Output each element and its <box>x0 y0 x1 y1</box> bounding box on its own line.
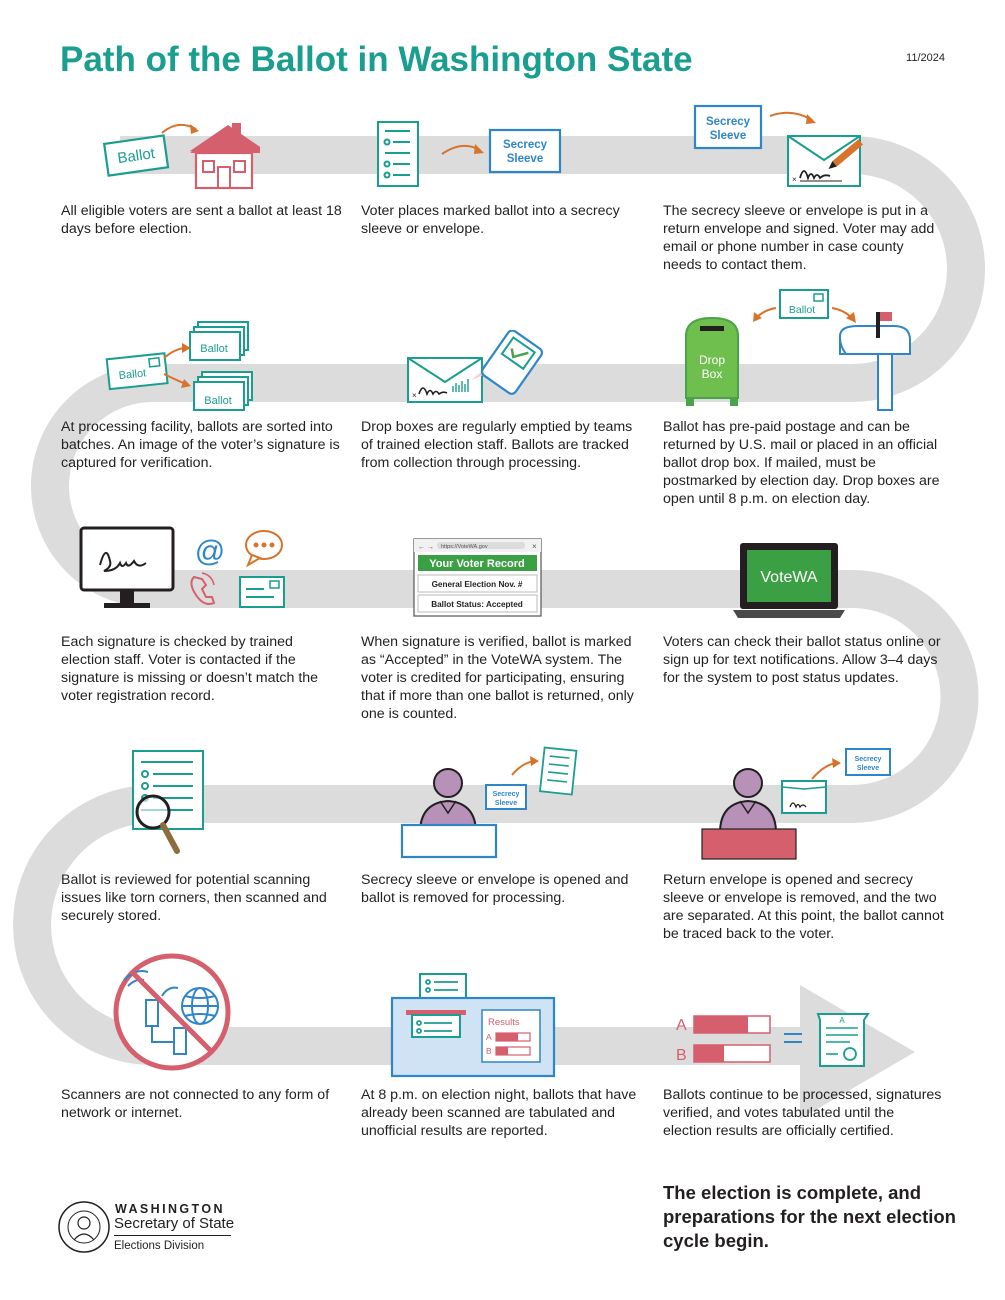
footer-divider <box>114 1235 231 1236</box>
ballot-label: Ballot <box>116 145 156 167</box>
step-8-text: When signature is verified, ballot is ma… <box>361 634 634 722</box>
page-title: Path of the Ballot in Washington State <box>60 40 693 79</box>
sleeve-label-bottom: Sleeve <box>857 765 879 772</box>
drop-label: Drop <box>699 353 725 367</box>
voter-record-icon: ← → https://VoteWA.gov × Your Voter Reco… <box>413 538 542 617</box>
sleeve-label-top: Secrecy <box>855 756 882 763</box>
ballot-house-icon: Ballot <box>102 123 260 190</box>
svg-text:×: × <box>532 542 537 551</box>
ballot-label: Ballot <box>789 304 815 316</box>
candidate-a-label: A <box>676 1017 687 1034</box>
sleeve-opening-icon: Secrecy Sleeve <box>400 746 578 859</box>
sleeve-label-top: Secrecy <box>503 139 548 151</box>
step-15-text: Ballots continue to be processed, signat… <box>663 1087 942 1139</box>
svg-text:×: × <box>412 391 417 400</box>
votewa-label: VoteWA <box>760 569 818 586</box>
candidate-b-label: B <box>486 1046 492 1056</box>
step-13-text: Scanners are not connected to any form o… <box>61 1087 330 1121</box>
record-line-1: General Election Nov. # <box>432 580 523 589</box>
ballot-into-sleeve-icon: Secrecy Sleeve <box>377 121 562 187</box>
sorted-batches-icon: Ballot Ballot Ballot <box>105 321 253 411</box>
publication-date: 11/2024 <box>906 52 945 64</box>
step-3-text: The secrecy sleeve or envelope is put in… <box>663 203 935 273</box>
footer-office: Secretary of State <box>114 1215 235 1232</box>
record-title: Your Voter Record <box>429 558 525 570</box>
svg-text:← →: ← → <box>418 544 434 551</box>
step-11-text: Secrecy sleeve or envelope is opened and… <box>361 872 629 906</box>
step-14-text: At 8 p.m. on election night, ballots tha… <box>361 1087 637 1139</box>
footer-division: Elections Division <box>114 1240 205 1252</box>
url-text: https://VoteWA.gov <box>441 544 488 550</box>
step-1-text: All eligible voters are sent a ballot at… <box>61 203 342 237</box>
step-4-text: At processing facility, ballots are sort… <box>61 419 340 471</box>
svg-text:×: × <box>792 175 797 184</box>
ballot-label: Ballot <box>200 343 228 355</box>
record-line-2: Ballot Status: Accepted <box>431 600 523 609</box>
closing-statement: The election is complete, and preparatio… <box>663 1182 956 1251</box>
votewa-laptop-icon: VoteWA <box>733 543 845 618</box>
step-10-text: Ballot is reviewed for potential scannin… <box>61 872 327 924</box>
sleeve-label-bottom: Sleeve <box>495 800 517 807</box>
sleeve-label-top: Secrecy <box>493 791 520 798</box>
box-label: Box <box>702 367 723 381</box>
state-seal-logo <box>58 1201 110 1253</box>
certificate-a-label: A <box>839 1016 845 1025</box>
candidate-a-label: A <box>486 1032 492 1042</box>
candidate-b-label: B <box>676 1047 687 1064</box>
envelope-opening-icon: Secrecy Sleeve <box>701 748 891 860</box>
dropbox-mailbox-icon: Ballot Drop Box <box>685 289 911 411</box>
step-7-text: Each signature is checked by trained ele… <box>61 634 319 704</box>
certified-results-icon: A B A <box>676 1013 870 1067</box>
tabulator-icon: Results A B <box>390 973 556 1078</box>
signature-check-icon: @ <box>79 526 285 608</box>
svg-text:@: @ <box>195 535 225 568</box>
step-6-text: Ballot has pre-paid postage and can be r… <box>663 419 940 507</box>
sleeve-label-bottom: Sleeve <box>507 153 543 165</box>
ballot-magnifier-icon <box>132 750 204 854</box>
sleeve-label-top: Secrecy <box>706 116 751 128</box>
sleeve-label-bottom: Sleeve <box>710 130 746 142</box>
ballot-label: Ballot <box>118 367 147 382</box>
step-12-text: Return envelope is opened and secrecy sl… <box>663 872 944 942</box>
results-label: Results <box>488 1017 520 1028</box>
footer-state: WASHINGTON <box>115 1202 225 1216</box>
ballot-label: Ballot <box>204 395 232 407</box>
no-network-icon <box>113 953 231 1071</box>
tracked-envelope-icon: × <box>407 330 544 403</box>
step-2-text: Voter places marked ballot into a secrec… <box>361 203 620 237</box>
sign-envelope-icon: Secrecy Sleeve × <box>693 104 863 187</box>
step-9-text: Voters can check their ballot status onl… <box>663 634 941 686</box>
step-5-text: Drop boxes are regularly emptied by team… <box>361 419 633 471</box>
